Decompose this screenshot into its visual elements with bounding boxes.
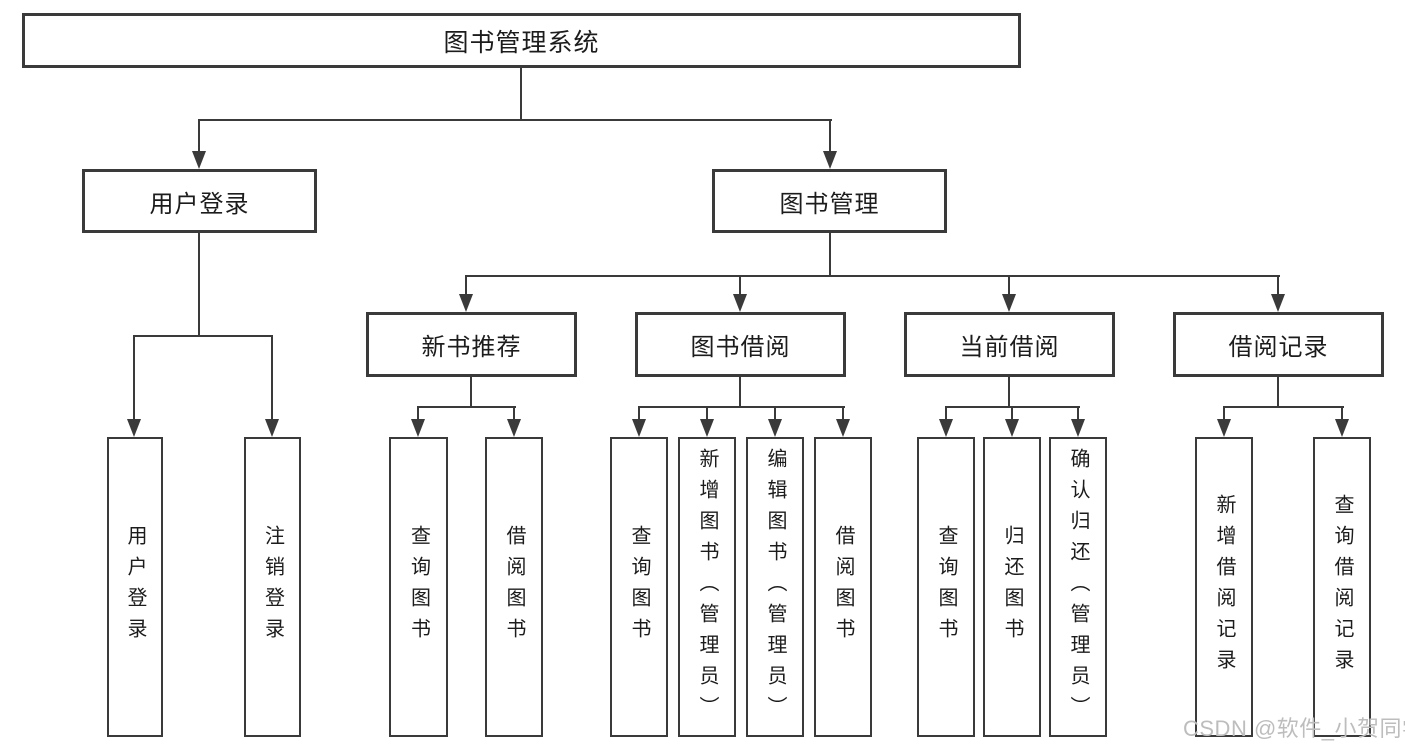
- edge-to-book-management: [829, 119, 831, 153]
- edge-book-borrow-leaf2: [706, 406, 708, 421]
- edge-current-borrow-stem: [1008, 377, 1010, 407]
- leaf-label: 编辑图书（管理员）: [764, 447, 786, 727]
- edge-to-book-borrow: [739, 275, 741, 296]
- node-label: 用户登录: [149, 190, 250, 218]
- leaf-recommend-query-books: 查询图书: [389, 437, 448, 737]
- arrowhead-current-borrow-leaf3: [1071, 419, 1085, 437]
- edge-user-login-stem: [198, 233, 200, 336]
- leaf-recommend-borrow-books: 借阅图书: [485, 437, 543, 737]
- arrowhead-book-borrow-leaf3: [768, 419, 782, 437]
- leaf-label: 归还图书: [1001, 525, 1023, 649]
- leaf-confirm-return-admin: 确认归还（管理员）: [1049, 437, 1107, 737]
- arrowhead-borrow-records-leaf1: [1217, 419, 1231, 437]
- leaf-label: 借阅图书: [832, 525, 854, 649]
- edge-borrow-records-rail: [1223, 406, 1344, 408]
- arrowhead-to-book-management: [823, 151, 837, 169]
- arrowhead-current-borrow-leaf2: [1005, 419, 1019, 437]
- node-label: 借阅记录: [1228, 334, 1329, 361]
- arrowhead-book-borrow-leaf1: [632, 419, 646, 437]
- node-book-management: 图书管理: [712, 169, 947, 233]
- node-book-borrow: 图书借阅: [635, 312, 846, 377]
- arrowhead-to-new-book: [459, 294, 473, 312]
- edge-to-leaf-login: [133, 335, 135, 421]
- edge-borrow-records-leaf2: [1341, 406, 1343, 421]
- edge-to-current-borrow: [1008, 275, 1010, 296]
- arrowhead-book-borrow-leaf4: [836, 419, 850, 437]
- node-label: 图书管理: [779, 190, 880, 218]
- arrowhead-to-borrow-records: [1271, 294, 1285, 312]
- leaf-label: 新增借阅记录: [1213, 494, 1235, 680]
- edge-to-leaf-logout: [271, 335, 273, 421]
- node-borrow-records: 借阅记录: [1173, 312, 1384, 377]
- arrowhead-to-leaf-logout: [265, 419, 279, 437]
- node-label: 图书管理系统: [443, 28, 600, 57]
- edge-to-borrow-records: [1277, 275, 1279, 296]
- leaf-borrow-query-books: 查询图书: [610, 437, 668, 737]
- edge-book-management-rail: [465, 275, 1280, 277]
- leaf-user-login: 用户登录: [107, 437, 163, 737]
- edge-book-borrow-rail: [638, 406, 845, 408]
- node-label: 图书借阅: [690, 334, 791, 361]
- edge-book-borrow-leaf4: [842, 406, 844, 421]
- node-user-login: 用户登录: [82, 169, 317, 233]
- leaf-current-query-books: 查询图书: [917, 437, 975, 737]
- arrowhead-to-leaf-login: [127, 419, 141, 437]
- edge-book-borrow-leaf3: [774, 406, 776, 421]
- edge-current-borrow-leaf3: [1077, 406, 1079, 421]
- edge-root-stem: [520, 68, 522, 120]
- leaf-label: 确认归还（管理员）: [1067, 447, 1089, 727]
- leaf-borrow-books: 借阅图书: [814, 437, 872, 737]
- leaf-label: 用户登录: [124, 525, 146, 649]
- leaf-add-books-admin: 新增图书（管理员）: [678, 437, 736, 737]
- edge-user-login-rail: [133, 335, 273, 337]
- leaf-edit-books-admin: 编辑图书（管理员）: [746, 437, 804, 737]
- leaf-label: 借阅图书: [503, 525, 525, 649]
- leaf-label: 注销登录: [261, 525, 284, 649]
- leaf-label: 查询图书: [407, 525, 430, 649]
- csdn-watermark: CSDN @软件_小贺同学: [1183, 716, 1405, 741]
- edge-new-book-rail: [417, 406, 516, 408]
- leaf-label: 查询借阅记录: [1331, 494, 1353, 680]
- edge-new-book-leaf2: [513, 406, 515, 421]
- leaf-logout: 注销登录: [244, 437, 301, 737]
- node-current-borrow: 当前借阅: [904, 312, 1115, 377]
- leaf-label: 新增图书（管理员）: [696, 447, 718, 727]
- arrowhead-borrow-records-leaf2: [1335, 419, 1349, 437]
- arrowhead-to-book-borrow: [733, 294, 747, 312]
- edge-book-borrow-stem: [739, 377, 741, 407]
- edge-borrow-records-stem: [1277, 377, 1279, 407]
- node-library-management-system: 图书管理系统: [22, 13, 1021, 68]
- arrowhead-book-borrow-leaf2: [700, 419, 714, 437]
- arrowhead-to-current-borrow: [1002, 294, 1016, 312]
- leaf-add-borrow-record: 新增借阅记录: [1195, 437, 1253, 737]
- node-label: 当前借阅: [959, 334, 1060, 361]
- node-new-book-recommend: 新书推荐: [366, 312, 577, 377]
- leaf-label: 查询图书: [628, 525, 650, 649]
- edge-new-book-leaf1: [417, 406, 419, 421]
- edge-to-new-book: [465, 275, 467, 296]
- leaf-query-borrow-record: 查询借阅记录: [1313, 437, 1371, 737]
- edge-book-management-stem: [829, 233, 831, 276]
- edge-current-borrow-leaf2: [1011, 406, 1013, 421]
- leaf-label: 查询图书: [935, 525, 957, 649]
- edge-to-user-login: [198, 119, 200, 153]
- edge-book-borrow-leaf1: [638, 406, 640, 421]
- edge-current-borrow-leaf1: [945, 406, 947, 421]
- edge-root-rail: [198, 119, 832, 121]
- edge-new-book-stem: [470, 377, 472, 407]
- arrowhead-new-book-leaf1: [411, 419, 425, 437]
- leaf-return-books: 归还图书: [983, 437, 1041, 737]
- arrowhead-to-user-login: [192, 151, 206, 169]
- edge-borrow-records-leaf1: [1223, 406, 1225, 421]
- arrowhead-current-borrow-leaf1: [939, 419, 953, 437]
- arrowhead-new-book-leaf2: [507, 419, 521, 437]
- node-label: 新书推荐: [421, 334, 522, 361]
